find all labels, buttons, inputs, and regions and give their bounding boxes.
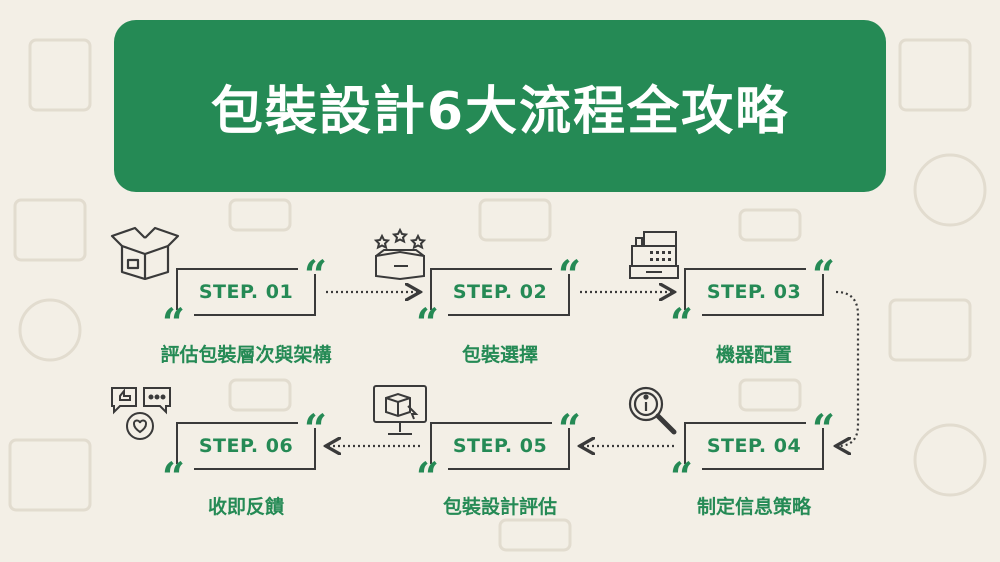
arrow-3-to-4: [836, 290, 860, 446]
step-label: STEP. 01: [198, 281, 294, 303]
step-box-02: STEP. 02: [426, 264, 574, 320]
quote-mark-close: “: [416, 300, 440, 347]
step-label: STEP. 05: [452, 435, 548, 457]
quote-mark-open: “: [304, 252, 328, 299]
step-caption-03: 機器配置: [715, 344, 792, 366]
step-box-01: STEP. 01: [172, 264, 320, 320]
step-label: STEP. 03: [706, 281, 802, 303]
cash-register-icon: [629, 231, 679, 279]
quote-mark-open: “: [812, 252, 836, 299]
quote-mark-close: “: [162, 300, 186, 347]
quote-mark-close: “: [670, 454, 694, 501]
feedback-bubbles-icon: [111, 387, 171, 440]
title-banner: 包裝設計6大流程全攻略: [114, 20, 886, 192]
quote-mark-close: “: [162, 454, 186, 501]
step-caption-04: 制定信息策略: [696, 496, 811, 518]
step-box-04: STEP. 04: [680, 418, 828, 474]
quote-mark-open: “: [812, 406, 836, 453]
open-box-icon: [110, 226, 180, 280]
step-caption-06: 收即反饋: [207, 496, 284, 518]
info-magnifier-icon: [628, 386, 677, 435]
step-box-03: STEP. 03: [680, 264, 828, 320]
step-caption-02: 包裝選擇: [461, 344, 538, 366]
step-box-05: STEP. 05: [426, 418, 574, 474]
step-caption-05: 包裝設計評估: [442, 496, 557, 518]
quote-mark-open: “: [558, 252, 582, 299]
step-caption-01: 評估包裝層次與架構: [160, 344, 332, 366]
step-label: STEP. 06: [198, 435, 294, 457]
quote-mark-open: “: [558, 406, 582, 453]
quote-mark-open: “: [304, 406, 328, 453]
step-label: STEP. 02: [452, 281, 548, 303]
monitor-box-icon: [373, 385, 427, 435]
quote-mark-close: “: [670, 300, 694, 347]
step-label: STEP. 04: [706, 435, 802, 457]
box-with-stars-icon: [373, 227, 427, 280]
page-title: 包裝設計6大流程全攻略: [210, 81, 790, 142]
quote-mark-close: “: [416, 454, 440, 501]
step-box-06: STEP. 06: [172, 418, 320, 474]
